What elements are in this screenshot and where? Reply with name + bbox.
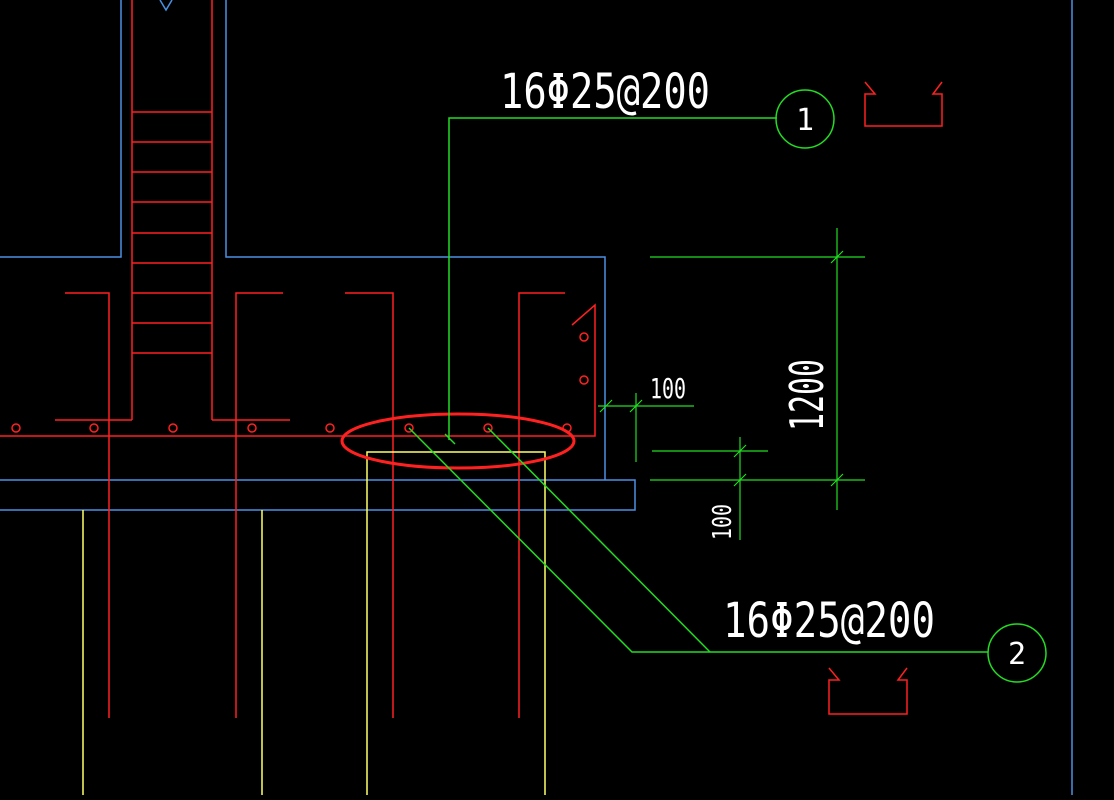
ellipse-highlight (340, 412, 576, 470)
pile-outlines (82, 451, 546, 795)
dimension-lines (598, 228, 865, 540)
rebar-callout-1: 16Φ25@200 (500, 64, 710, 120)
section-marker-1[interactable]: 1 (775, 89, 835, 149)
rebar-lines (0, 0, 596, 718)
rebar-dot (579, 375, 589, 385)
rebar-dot (89, 423, 99, 433)
column-outline-right (225, 0, 606, 480)
annotation-leaders (408, 117, 988, 653)
dim-cover-side-label: 100 (650, 372, 686, 405)
cap-bottom-bar (0, 303, 596, 437)
section-marker-2[interactable]: 2 (987, 623, 1047, 683)
rebar-dot (483, 423, 493, 433)
pile-outline (366, 451, 546, 795)
concrete-outline (0, 0, 1073, 795)
leader-2 (408, 427, 988, 653)
dim-cover-bottom-label: 100 (708, 504, 738, 540)
rebar-dot (11, 423, 21, 433)
dim-depth-label: 1200 (780, 359, 834, 431)
column-top-mark (159, 0, 173, 12)
rebar-dot (579, 332, 589, 342)
rebar-dot (325, 423, 335, 433)
rebar-dot (247, 423, 257, 433)
rebar-callout-2: 16Φ25@200 (723, 593, 935, 649)
rebar-dot (168, 423, 178, 433)
rebar-dot (404, 423, 414, 433)
marker-2-label: 2 (1008, 637, 1026, 672)
u-bar-shape-icon (828, 667, 908, 715)
marker-1-label: 1 (796, 103, 814, 138)
leader-1 (448, 117, 777, 440)
column-outline (0, 0, 122, 258)
cap-base-top (0, 479, 636, 511)
u-bar-shape-icon (864, 81, 943, 127)
